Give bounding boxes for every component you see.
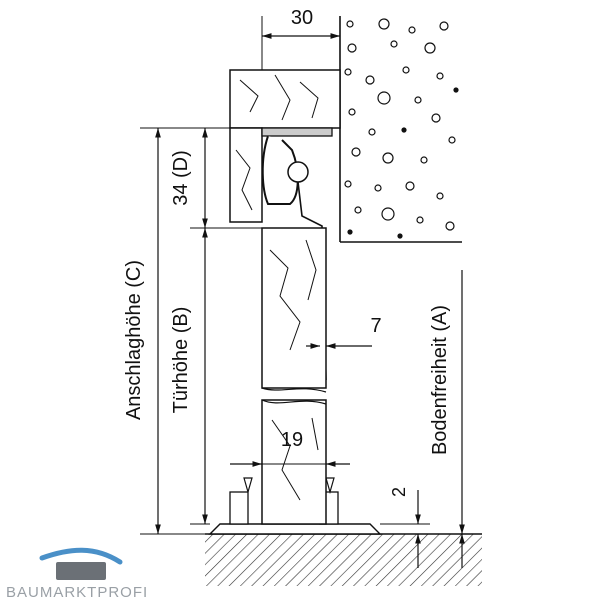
concrete-aggregate [408,26,416,34]
concrete-aggregate [445,221,455,231]
concrete-aggregate [347,229,353,235]
dim-tuerhoehe: Türhöhe (B) [170,227,262,525]
dim-nineteen: 19 [230,429,350,467]
concrete-aggregate [420,156,428,164]
concrete-aggregate [402,66,410,74]
dim-label-34d: 34 (D) [170,150,192,206]
dim-label-2: 2 [389,487,409,497]
concrete-aggregate [439,21,449,31]
concrete-aggregate [448,136,456,144]
concrete-aggregate [346,20,354,28]
dim-anschlaghoehe: Anschlaghöhe (C) [123,127,230,534]
dim-seven: 7 [306,315,382,349]
dim-bodenfreiheit: Bodenfreiheit (A) [429,270,482,568]
concrete-aggregate [344,180,352,188]
brand-name: BAUMARKTPROFI [6,584,148,600]
concrete-aggregate [436,192,444,200]
concrete-aggregate [368,128,376,136]
floor-slab [140,533,482,586]
concrete-aggregate [424,42,436,54]
dim-label-bodenfreiheit: Bodenfreiheit (A) [429,305,451,455]
dim-top-width: 30 [261,7,340,70]
dim-upper-gap: 34 (D) [170,128,208,228]
concrete-aggregate [416,216,424,224]
concrete-aggregate [377,91,391,105]
dim-label-30: 30 [291,7,313,29]
door-leaf-lower [261,399,327,525]
top-track-rail [261,127,333,381]
brand-roof-icon [39,547,123,565]
concrete-aggregate [390,40,398,48]
concrete-aggregate [405,181,415,191]
concrete-aggregate [351,147,361,157]
concrete-aggregate [378,18,390,30]
dim-label-19: 19 [281,429,303,451]
concrete-aggregate [401,127,407,133]
door-leaf-upper [261,227,327,393]
concrete-aggregate [365,75,375,85]
concrete-aggregate [453,87,459,93]
concrete-aggregate [381,207,395,221]
dim-label-anschlaghoehe: Anschlaghöhe (C) [123,260,145,420]
concrete-aggregate [414,96,422,104]
dim-label-7: 7 [370,315,381,337]
lintel-block [229,69,341,223]
concrete-wall [339,16,462,243]
concrete-aggregate [354,206,362,214]
concrete-aggregate [344,68,352,76]
brand-logo: BAUMARKTPROFI [6,547,148,600]
concrete-aggregate [382,152,394,164]
dim-two: 2 [380,487,430,568]
concrete-aggregate [431,113,441,123]
concrete-aggregate [348,108,356,116]
dim-label-tuerhoehe: Türhöhe (B) [170,307,192,414]
concrete-aggregate [397,233,403,239]
concrete-aggregate [374,184,382,192]
concrete-aggregate [347,43,357,53]
concrete-aggregate [436,72,444,80]
